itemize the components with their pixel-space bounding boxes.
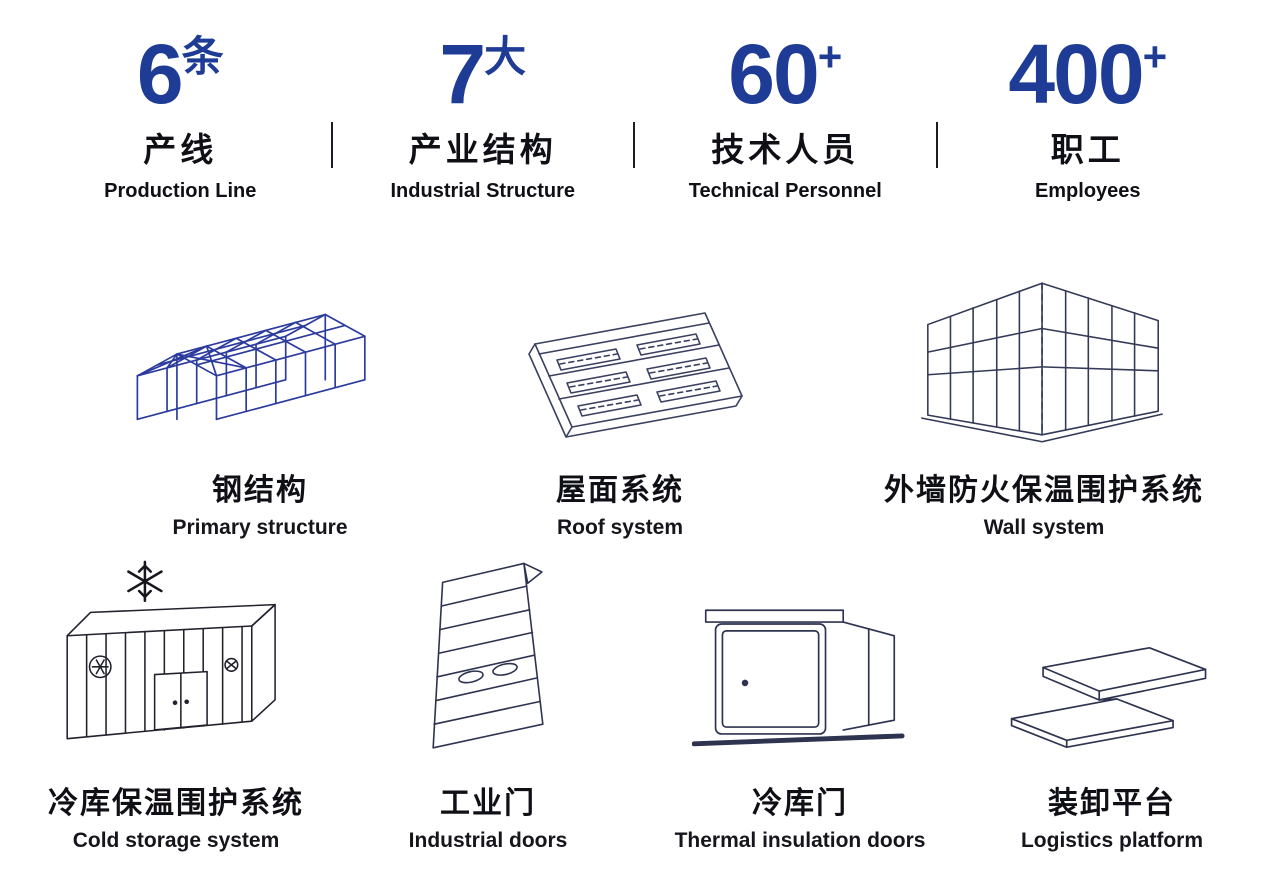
- art-roof-system: [480, 237, 760, 449]
- product-label-en: Roof system: [556, 516, 684, 540]
- stat-label-en: Production Line: [104, 180, 257, 203]
- product-roof-system: 屋面系统 Roof system: [420, 237, 820, 540]
- product-label-en: Primary structure: [172, 516, 348, 540]
- stat-unit: +: [817, 33, 843, 80]
- roof-system-icon: [528, 312, 743, 439]
- stats-row: 6 条 产线 Production Line 7 大 产业结构 Industri…: [0, 0, 1268, 203]
- industrial-door-icon: [432, 562, 544, 749]
- art-wall-system: [916, 237, 1172, 449]
- product-steel-structure: 钢结构 Primary structure: [0, 237, 420, 540]
- stat-unit: 大: [484, 33, 527, 80]
- product-label-cn: 钢结构: [211, 474, 308, 508]
- product-label-cn: 冷库门: [752, 787, 848, 821]
- product-label-cn: 装卸平台: [1048, 787, 1176, 821]
- wall-system-icon: [921, 282, 1163, 443]
- product-label-cn: 冷库保温围护系统: [48, 787, 304, 821]
- stat-label-en: Technical Personnel: [688, 180, 882, 203]
- product-label-en: Logistics platform: [1020, 829, 1204, 853]
- stat-label-cn: 技术人员: [711, 131, 860, 169]
- insulation-door-icon: [692, 609, 905, 747]
- stat-production-line: 6 条 产线 Production Line: [73, 27, 288, 203]
- art-industrial-door: [393, 554, 583, 762]
- steel-structure-icon: [136, 313, 366, 421]
- art-steel-structure: [121, 237, 399, 449]
- stat-technical-personnel: 60 + 技术人员 Technical Personnel: [678, 27, 893, 203]
- stat-label-cn: 产线: [143, 131, 218, 169]
- stat-number: 6: [136, 27, 184, 121]
- product-label-en: Cold storage system: [72, 829, 280, 853]
- cold-storage-icon: [66, 560, 276, 740]
- stat-number: 7: [439, 27, 486, 121]
- stat-number-row: 7 大: [439, 27, 527, 121]
- stat-label-en: Industrial Structure: [390, 180, 575, 203]
- stat-number-row: 6 条: [136, 27, 224, 121]
- product-insulation-door: 冷库门 Thermal insulation doors: [644, 554, 956, 853]
- product-label-cn: 外墙防火保温围护系统: [884, 474, 1204, 508]
- stat-industrial-structure: 7 大 产业结构 Industrial Structure: [375, 27, 590, 203]
- product-label-en: Industrial doors: [408, 829, 568, 853]
- stat-label-cn: 职工: [1050, 131, 1125, 169]
- product-label-en: Wall system: [983, 516, 1105, 540]
- art-dock-leveler: [1003, 554, 1221, 762]
- product-label-en: Thermal insulation doors: [674, 829, 926, 853]
- product-wall-system: 外墙防火保温围护系统 Wall system: [820, 237, 1268, 540]
- art-insulation-door: [692, 554, 908, 762]
- stat-label-en: Employees: [1034, 180, 1141, 203]
- product-dock-leveler: 装卸平台 Logistics platform: [956, 554, 1268, 853]
- stat-number: 400: [1008, 27, 1144, 121]
- stat-label-cn: 产业结构: [408, 131, 557, 169]
- snowflake-icon: [127, 560, 163, 603]
- product-cold-storage: 冷库保温围护系统 Cold storage system: [20, 554, 332, 853]
- products-row-1: 钢结构 Primary structure: [0, 237, 1268, 540]
- stat-number-row: 400 +: [1008, 27, 1168, 121]
- stat-number: 60: [728, 27, 819, 121]
- product-label-cn: 屋面系统: [556, 474, 684, 508]
- stat-employees: 400 + 职工 Employees: [980, 27, 1195, 203]
- art-cold-storage: [40, 554, 312, 762]
- stat-number-row: 60 +: [728, 27, 843, 121]
- dock-leveler-icon: [1010, 647, 1207, 749]
- product-label-cn: 工业门: [440, 787, 536, 821]
- stat-divider: [330, 122, 333, 168]
- product-industrial-door: 工业门 Industrial doors: [332, 554, 644, 853]
- stat-divider: [935, 122, 938, 168]
- products-row-2: 冷库保温围护系统 Cold storage system: [0, 554, 1268, 853]
- stat-unit: +: [1142, 33, 1168, 80]
- stat-divider: [633, 122, 635, 168]
- stat-unit: 条: [181, 33, 224, 80]
